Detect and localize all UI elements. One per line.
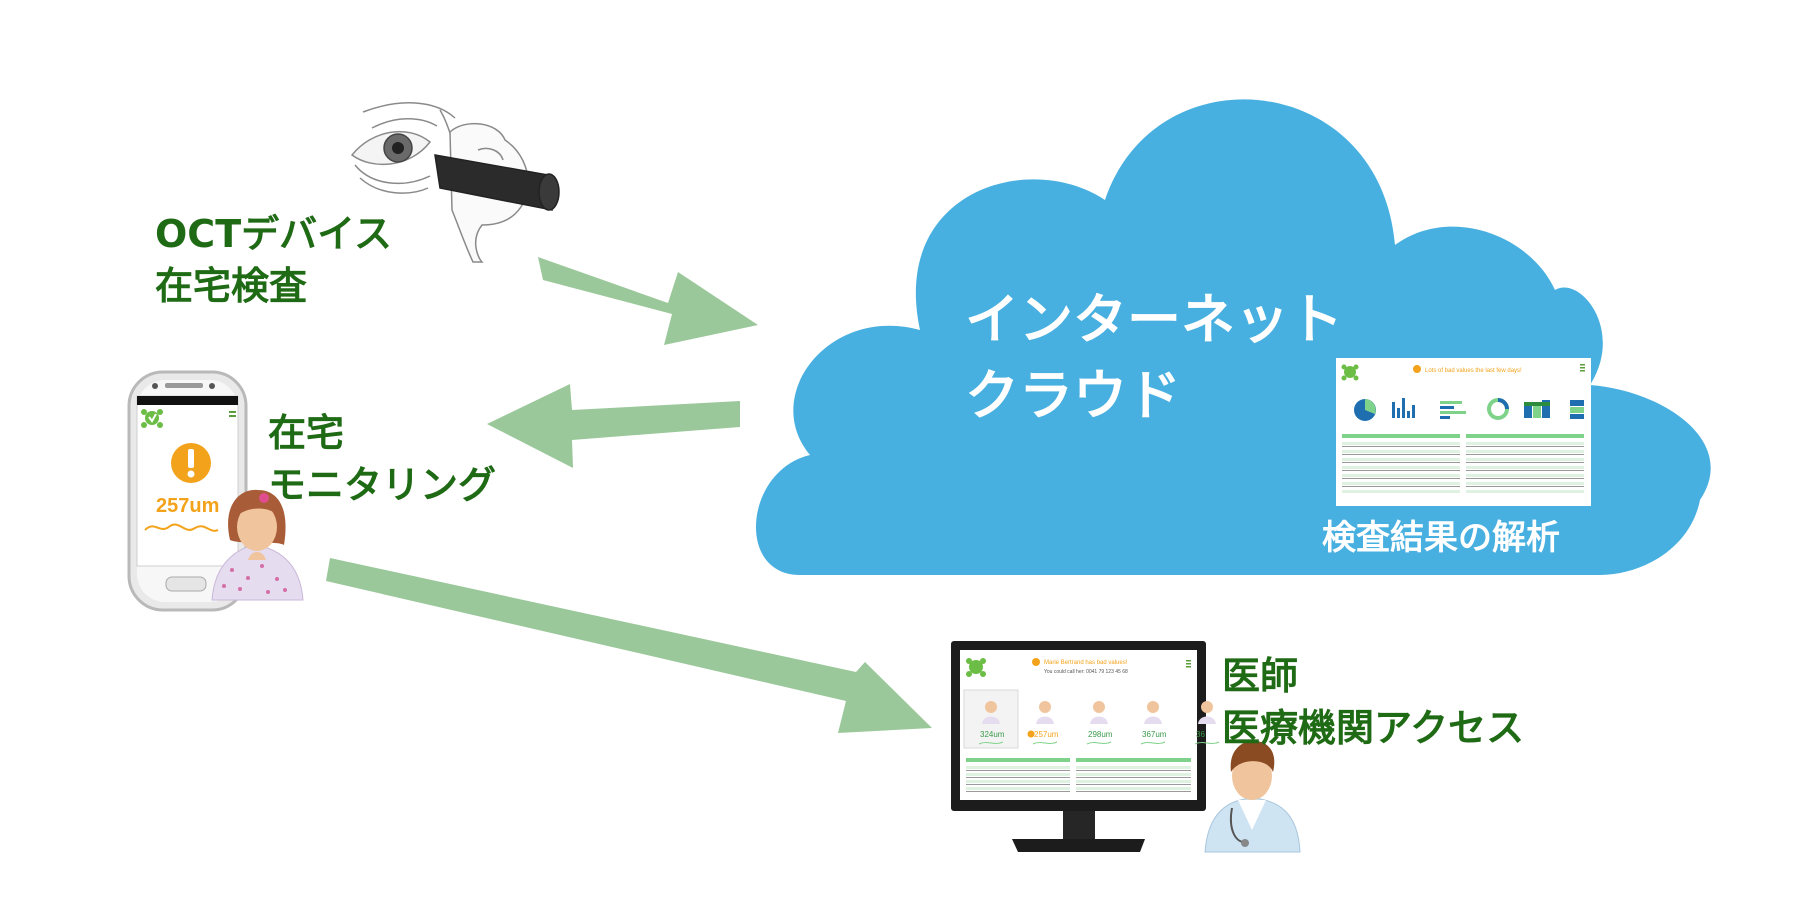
arrow-oct-to-cloud	[538, 257, 758, 345]
monitor-patient-cards: 324um 257um 298um 367um 36	[978, 701, 1220, 745]
monitor-patient-card: 298um	[1086, 701, 1113, 745]
monitor-patient-card: 36	[1194, 701, 1220, 745]
arrow-phone-to-doctor	[326, 558, 932, 733]
monitor-reading: 324um	[980, 730, 1005, 739]
cloud-title: インターネット クラウド	[965, 282, 1343, 434]
oct-device-eye-illustration	[350, 102, 560, 263]
doctor-avatar	[1204, 740, 1301, 853]
cloud-caption: 検査結果の解析	[1322, 518, 1560, 558]
cloud-title-line2: クラウド	[965, 364, 1181, 427]
monitor-reading: 367um	[1142, 730, 1167, 739]
cloud-title-line1: インターネット	[965, 288, 1343, 351]
monitor-patient-card: 324um	[978, 701, 1005, 745]
doctor-access-label: 医師 医療機関アクセス	[1222, 650, 1524, 754]
alert-icon	[171, 443, 211, 483]
monitor-subheader: You could call her: 0041 79 123 45 68	[1044, 669, 1128, 675]
home-label-line2: モニタリング	[268, 463, 497, 507]
oct-device-label: OCTデバイス 在宅検査	[155, 208, 392, 312]
oct-label-line2: 在宅検査	[155, 264, 308, 308]
arrow-cloud-to-phone	[487, 384, 740, 468]
monitor-patient-card: 367um	[1140, 701, 1167, 745]
doctor-label-line1: 医師	[1222, 654, 1299, 698]
monitor-header: Marie Bertrand has bad values!	[1044, 660, 1128, 666]
app-logo-icon	[141, 409, 163, 428]
analysis-dashboard-thumbnail: Lots of bad values the last few days!	[1336, 358, 1591, 506]
phone-reading: 257um	[156, 495, 219, 517]
patient-avatar	[211, 489, 304, 601]
dashboard-header: Lots of bad values the last few days!	[1425, 368, 1522, 374]
oct-label-line1: OCTデバイス	[155, 212, 392, 256]
smartphone: 257um	[127, 370, 248, 612]
home-label-line1: 在宅	[268, 411, 345, 455]
monitor-reading: 257um	[1034, 730, 1059, 739]
doctor-label-line2: 医療機関アクセス	[1222, 706, 1525, 750]
monitor-reading: 36	[1196, 730, 1205, 739]
home-monitoring-label: 在宅 モニタリング	[268, 407, 496, 511]
monitor-reading: 298um	[1088, 730, 1113, 739]
monitor-patient-card: 257um	[1027, 701, 1059, 745]
desktop-monitor: Marie Bertrand has bad values! You could…	[951, 641, 1220, 852]
